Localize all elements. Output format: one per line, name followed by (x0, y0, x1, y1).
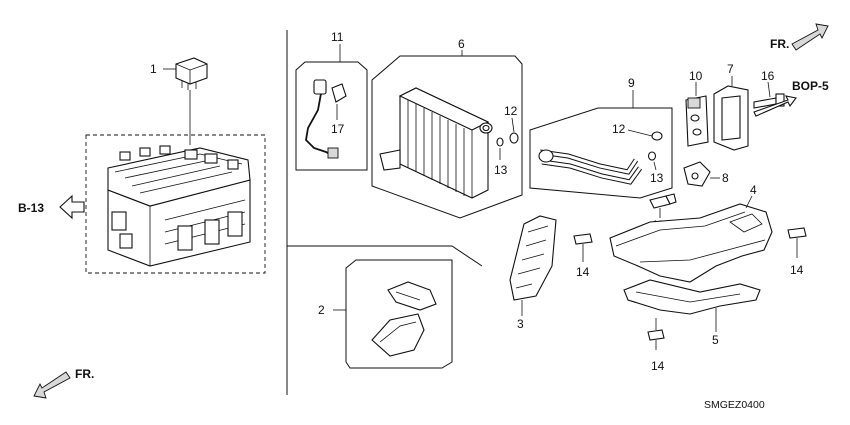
callout-6: 6 (458, 37, 465, 51)
under-dash-fuse-box (107, 145, 251, 267)
panel-part-3 (509, 215, 557, 301)
thermistor-harness-part-11 (305, 79, 347, 159)
evaporator-group-outline (371, 55, 523, 219)
fuse-box-group-outline (85, 134, 266, 274)
fr-label-top: FR. (770, 37, 789, 51)
insulator-part-2 (371, 281, 437, 357)
ref-arrow-left (59, 194, 85, 220)
callout-14c: 14 (651, 359, 665, 373)
fr-arrow-bottom (33, 371, 71, 399)
bolt-part-15 (649, 193, 677, 209)
suction-pipe-part-9 (538, 149, 643, 185)
ref-arrow-right (753, 95, 797, 117)
callout-13a: 13 (494, 163, 508, 177)
pipe-group-outline (529, 107, 673, 199)
section-divider-horizontal (287, 245, 483, 267)
o-ring-d (647, 151, 657, 161)
screw-part-14a (573, 233, 593, 254)
o-ring-a (509, 132, 519, 144)
callout-5: 5 (712, 333, 719, 347)
clip-part-8 (683, 161, 711, 187)
fr-label-bottom: FR. (75, 367, 94, 381)
fr-arrow-top (791, 23, 829, 51)
diagram-code: SMGEZ0400 (704, 399, 765, 411)
callout-14b: 14 (790, 263, 804, 277)
callout-12b: 12 (612, 122, 626, 136)
lower-duct-part-5 (623, 279, 761, 315)
evaporator-core-part-6 (379, 87, 493, 199)
callout-7: 7 (727, 62, 734, 76)
callout-11: 11 (331, 30, 344, 44)
duct-cover-part-4 (609, 203, 773, 283)
seal-part-7 (713, 85, 749, 151)
relay-part-1 (175, 57, 208, 90)
insulator-group-outline (345, 259, 453, 369)
o-ring-b (496, 137, 504, 147)
callout-3: 3 (517, 317, 524, 331)
callout-14a: 14 (576, 265, 590, 279)
callout-2: 2 (318, 303, 325, 317)
sensor-group-outline (295, 61, 368, 171)
callout-13b: 13 (650, 171, 664, 185)
ref-label-b13: B-13 (18, 201, 44, 215)
screw-part-14b (787, 227, 807, 248)
callout-17: 17 (331, 122, 345, 136)
callout-1: 1 (150, 62, 157, 76)
o-ring-c (651, 131, 663, 141)
callout-9: 9 (628, 76, 635, 90)
expansion-valve-part-10 (685, 95, 709, 147)
screw-part-14c (647, 318, 665, 350)
ref-label-bop5: BOP-5 (792, 79, 829, 93)
callout-16: 16 (761, 69, 775, 83)
callout-12a: 12 (504, 104, 518, 118)
callout-10: 10 (689, 69, 703, 83)
callout-8: 8 (722, 171, 729, 185)
callout-4: 4 (750, 183, 757, 197)
